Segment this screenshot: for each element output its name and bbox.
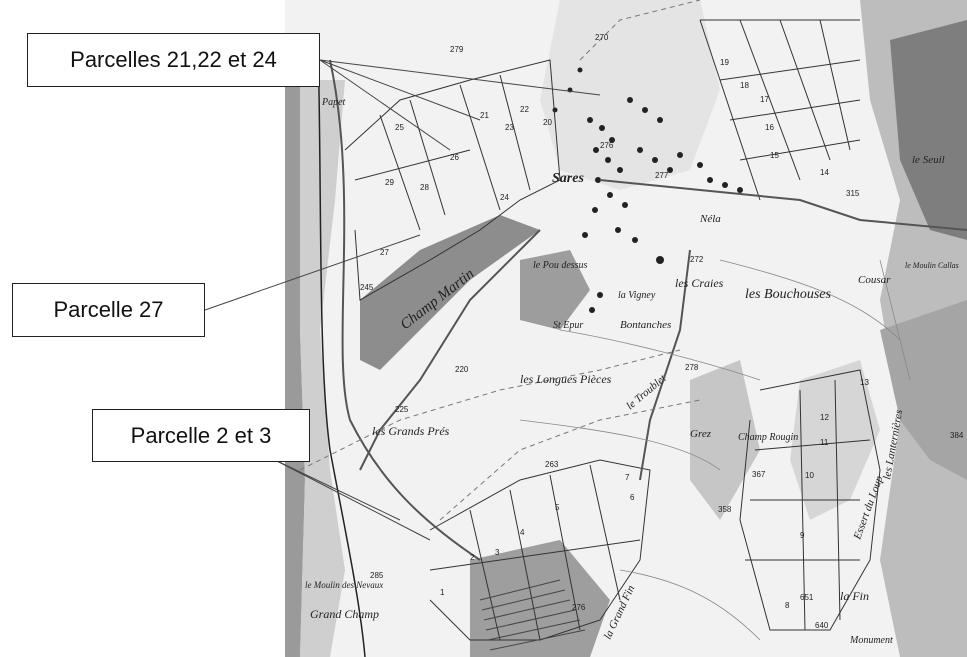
label-les-bouchouses: les Bouchouses: [745, 287, 831, 302]
label-la-fin: la Fin: [840, 589, 869, 603]
parcel-number: 27: [380, 248, 389, 257]
parcel-number: 18: [740, 81, 749, 90]
elevation-label: 367: [752, 470, 766, 479]
parcel-number: 24: [500, 193, 509, 202]
elevation-label: 270: [595, 33, 609, 42]
parcel-number: 17: [760, 95, 769, 104]
elevation-label: 220: [455, 365, 469, 374]
label-bontanches: Bontanches: [620, 319, 671, 331]
elevation-label: 272: [690, 255, 704, 264]
elevation-label: 245: [360, 283, 374, 292]
label-la-vigney: la Vigney: [618, 290, 656, 301]
callout-parcelle-27: Parcelle 27: [12, 283, 205, 337]
elevation-label: 640: [815, 621, 829, 630]
parcel-number: 16: [765, 123, 774, 132]
label-monument: Monument: [849, 635, 893, 646]
parcel-number: 23: [505, 123, 514, 132]
elevation-label: 278: [685, 363, 699, 372]
parcel-number: 12: [820, 413, 829, 422]
label-moulin-callas: le Moulin Callas: [905, 261, 959, 270]
label-le-seuil: le Seuil: [912, 154, 945, 166]
elevation-label: 276: [600, 141, 614, 150]
parcel-number: 9: [800, 531, 805, 540]
parcel-number: 8: [785, 601, 790, 610]
callout-parcelle-2-3: Parcelle 2 et 3: [92, 409, 310, 462]
label-papet: Papet: [321, 97, 346, 108]
label-champ-rougin: Champ Rougin: [738, 432, 798, 443]
parcel-number: 21: [480, 111, 489, 120]
elevation-label: 279: [450, 45, 464, 54]
label-les-craies: les Craies: [675, 276, 724, 290]
elevation-label: 225: [395, 405, 409, 414]
elevation-label: 358: [718, 505, 732, 514]
label-cousar: Cousar: [858, 274, 891, 286]
parcel-number: 4: [520, 528, 525, 537]
elevation-label: 285: [370, 571, 384, 580]
parcel-number: 14: [820, 168, 829, 177]
label-les-grands-pres: les Grands Prés: [372, 424, 450, 438]
parcel-number: 10: [805, 471, 814, 480]
parcel-number: 6: [630, 493, 635, 502]
parcel-number: 25: [395, 123, 404, 132]
elevation-label: 276: [572, 603, 586, 612]
parcel-number: 29: [385, 178, 394, 187]
label-st-epur: St Epur: [553, 320, 583, 331]
parcel-number: 28: [420, 183, 429, 192]
label-moulin-des-nevaux: le Moulin des Nevaux: [305, 580, 383, 590]
parcel-number: 11: [820, 438, 829, 447]
label-le-pou-dessus: le Pou dessus: [533, 260, 588, 271]
elevation-label: 315: [846, 189, 860, 198]
label-grez: Grez: [690, 428, 712, 440]
parcel-number: 19: [720, 58, 729, 67]
parcel-number: 15: [770, 151, 779, 160]
parcel-number: 20: [543, 118, 552, 127]
label-nela: Néla: [699, 213, 721, 225]
elevation-label: 651: [800, 593, 814, 602]
elevation-label: 263: [545, 460, 559, 469]
parcel-number: 1: [440, 588, 445, 597]
elevation-label: 384: [950, 431, 964, 440]
parcel-number: 22: [520, 105, 529, 114]
label-grand-champ: Grand Champ: [310, 607, 379, 621]
parcel-number: 7: [625, 473, 630, 482]
parcel-number: 2: [470, 553, 475, 562]
callout-parcelles-21-22-24: Parcelles 21,22 et 24: [27, 33, 320, 87]
label-les-longues-pieces: les Longues Pièces: [520, 372, 612, 386]
elevation-label: 277: [655, 171, 669, 180]
parcel-number: 3: [495, 548, 500, 557]
parcel-number: 13: [860, 378, 869, 387]
parcel-number: 5: [555, 503, 560, 512]
label-sares: Sares: [552, 171, 584, 186]
parcel-number: 26: [450, 153, 459, 162]
